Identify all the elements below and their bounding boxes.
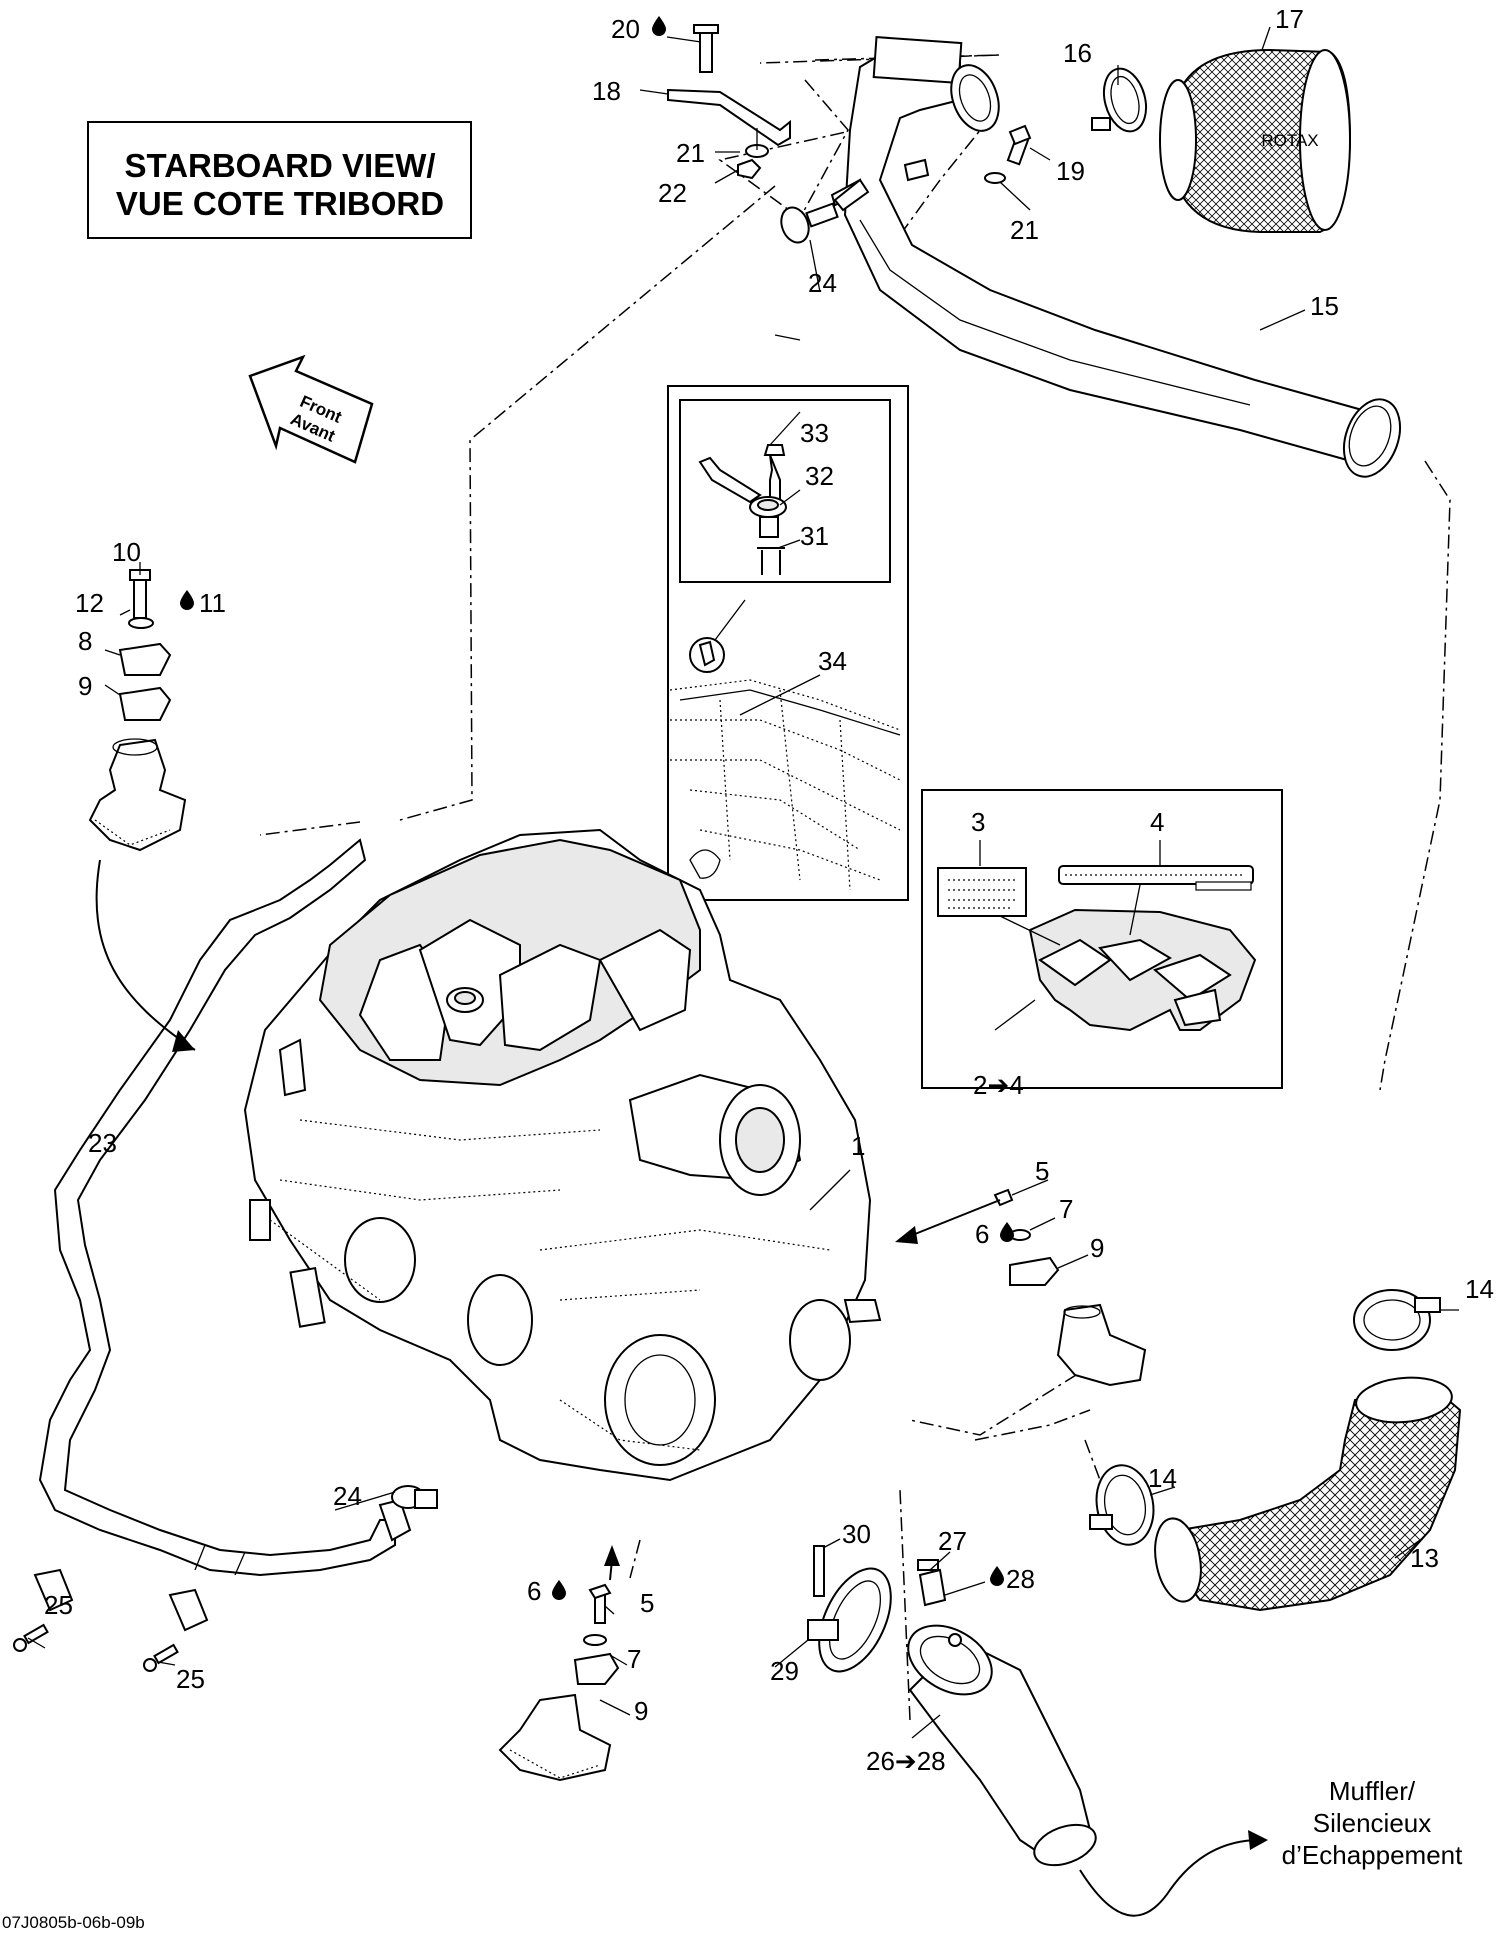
callout-10: 10 (112, 537, 141, 567)
fitting-27 (917, 1559, 947, 1607)
callout-24-upper: 24 (808, 268, 837, 298)
decal-inset-box (921, 789, 1283, 1089)
callout-14-upper: 14 (1465, 1274, 1494, 1304)
filter-clamp (1091, 67, 1148, 133)
callout-7-lower: 7 (627, 1644, 641, 1674)
callout-17: 17 (1275, 4, 1304, 34)
callout-16: 16 (1063, 38, 1092, 68)
air-intake-tube (830, 36, 1402, 478)
callout-22: 22 (658, 178, 687, 208)
drawing-code: 07J0805b-06b-09b (2, 1913, 145, 1932)
callout-21-left: 21 (676, 138, 705, 168)
callout-5-lower: 5 (640, 1588, 654, 1618)
callout-28: 28 (1006, 1564, 1035, 1594)
callout-2-to-4: 2➔4 (973, 1070, 1024, 1100)
hose-clip-upper (13, 1568, 74, 1652)
callout-labels: 1 2➔4 3 4 5 5 6 6 7 7 8 9 9 9 10 11 12 1… (44, 4, 1494, 1776)
callout-32: 32 (805, 461, 834, 491)
callout-30: 30 (842, 1519, 871, 1549)
callout-26-to-28: 26➔28 (866, 1746, 946, 1776)
liquid-drop-icon (652, 16, 666, 36)
engine-mount-lower (498, 1583, 620, 1782)
hose-clip-lower (143, 1588, 209, 1672)
callout-29: 29 (770, 1656, 799, 1686)
callout-8: 8 (78, 626, 92, 656)
callout-15: 15 (1310, 291, 1339, 321)
callout-11: 11 (199, 588, 226, 618)
callout-25-upper: 25 (44, 1590, 73, 1620)
callout-6-right: 6 (975, 1219, 989, 1249)
liquid-drop-icon (552, 1580, 566, 1600)
callout-1: 1 (851, 1131, 865, 1161)
callout-3: 3 (971, 807, 985, 837)
callout-18: 18 (592, 76, 621, 106)
callout-23: 23 (88, 1128, 117, 1158)
leader-lines (27, 26, 1459, 1739)
callout-24-lower: 24 (333, 1481, 362, 1511)
callout-9-right: 9 (1090, 1233, 1104, 1263)
bracket-hardware (667, 24, 1032, 184)
callout-5-right: 5 (1035, 1156, 1049, 1186)
callout-7-right: 7 (1059, 1194, 1073, 1224)
title-box: STARBOARD VIEW/ VUE COTE TRIBORD (87, 121, 472, 239)
exhaust-clamp-upper (1353, 1289, 1441, 1351)
detail-inset-box (667, 385, 909, 901)
exhaust-clamp-29 (807, 1567, 892, 1673)
title-line-1: STARBOARD VIEW/ (124, 147, 435, 184)
air-filter: ROTAX (1159, 48, 1352, 233)
callout-12: 12 (75, 588, 104, 618)
muffler-line-3: d’Echappement (1282, 1840, 1463, 1870)
bolt-30 (813, 1545, 825, 1597)
flow-arrows (95, 859, 1268, 1917)
exhaust-hose-13 (1154, 1376, 1462, 1612)
muffler-line-2: Silencieux (1313, 1808, 1432, 1838)
callout-9-lower: 9 (634, 1696, 648, 1726)
callout-20: 20 (611, 14, 640, 44)
lower-hose-clamp (391, 1485, 438, 1509)
engine-assembly (243, 828, 882, 1482)
muffler-label: Muffler/ Silencieux d’Echappement (1282, 1776, 1463, 1870)
callout-33: 33 (800, 418, 829, 448)
callout-34: 34 (818, 646, 847, 676)
callout-25-lower: 25 (176, 1664, 205, 1694)
exhaust-outlet-26 (907, 1624, 1097, 1867)
liquid-drop-icon (990, 1566, 1004, 1586)
engine-mount-upper-left (88, 569, 187, 852)
front-direction-arrow: Front Avant (248, 354, 374, 464)
callout-6-lower: 6 (527, 1576, 541, 1606)
upper-hose-clamp (780, 178, 870, 244)
liquid-drop-icon (1000, 1222, 1014, 1242)
engine-mount-right (993, 1188, 1147, 1387)
callout-4: 4 (1150, 807, 1164, 837)
callout-31: 31 (800, 521, 829, 551)
callout-9-left: 9 (78, 671, 92, 701)
title-line-2: VUE COTE TRIBORD (116, 185, 444, 222)
callout-14-lower: 14 (1148, 1463, 1177, 1493)
callout-21-right: 21 (1010, 215, 1039, 245)
liquid-drop-icon (180, 590, 194, 610)
callout-27: 27 (938, 1526, 967, 1556)
callout-19: 19 (1056, 156, 1085, 186)
exhaust-clamp-lower (1089, 1464, 1155, 1546)
muffler-line-1: Muffler/ (1329, 1776, 1416, 1806)
callout-13: 13 (1410, 1543, 1439, 1573)
filter-brand-label: ROTAX (1261, 131, 1318, 150)
